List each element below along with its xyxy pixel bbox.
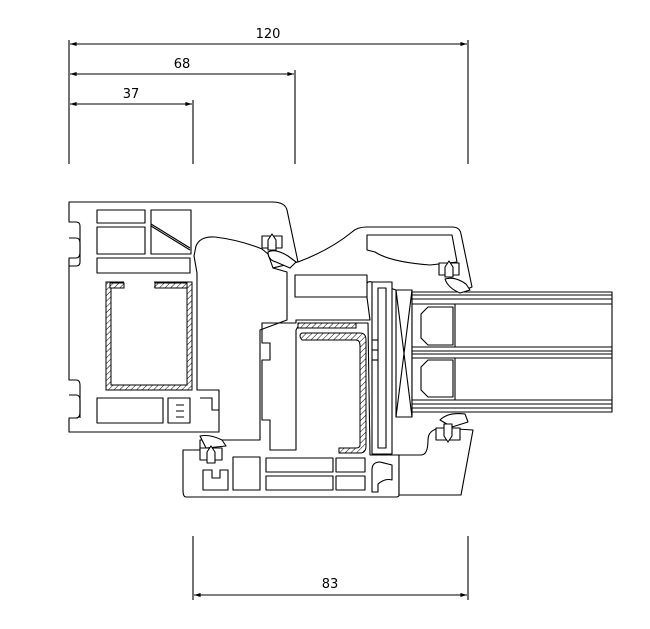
gasket-bead-bottom xyxy=(435,413,469,443)
frame-steel-reinforcement xyxy=(105,280,193,391)
glazing-unit xyxy=(395,289,613,418)
dimension-label-120: 120 xyxy=(256,27,281,42)
dimension-label-37: 37 xyxy=(123,87,140,102)
spacer-bar xyxy=(420,359,454,398)
gasket-frame-bottom xyxy=(199,434,227,464)
dimension-group-bottom: 83 xyxy=(192,536,469,600)
frame-profile xyxy=(68,201,299,433)
gasket-sash-top xyxy=(438,260,471,294)
sash-profile xyxy=(182,226,473,498)
dimension-label-68: 68 xyxy=(174,57,191,72)
dimension-group-top: 120 68 37 xyxy=(68,27,469,164)
spacer-bar xyxy=(420,306,454,346)
gasket-frame-top xyxy=(261,233,297,269)
sash-steel-reinforcement xyxy=(297,322,367,454)
glazing-bead xyxy=(371,281,474,496)
dimension-label-83: 83 xyxy=(322,577,339,592)
